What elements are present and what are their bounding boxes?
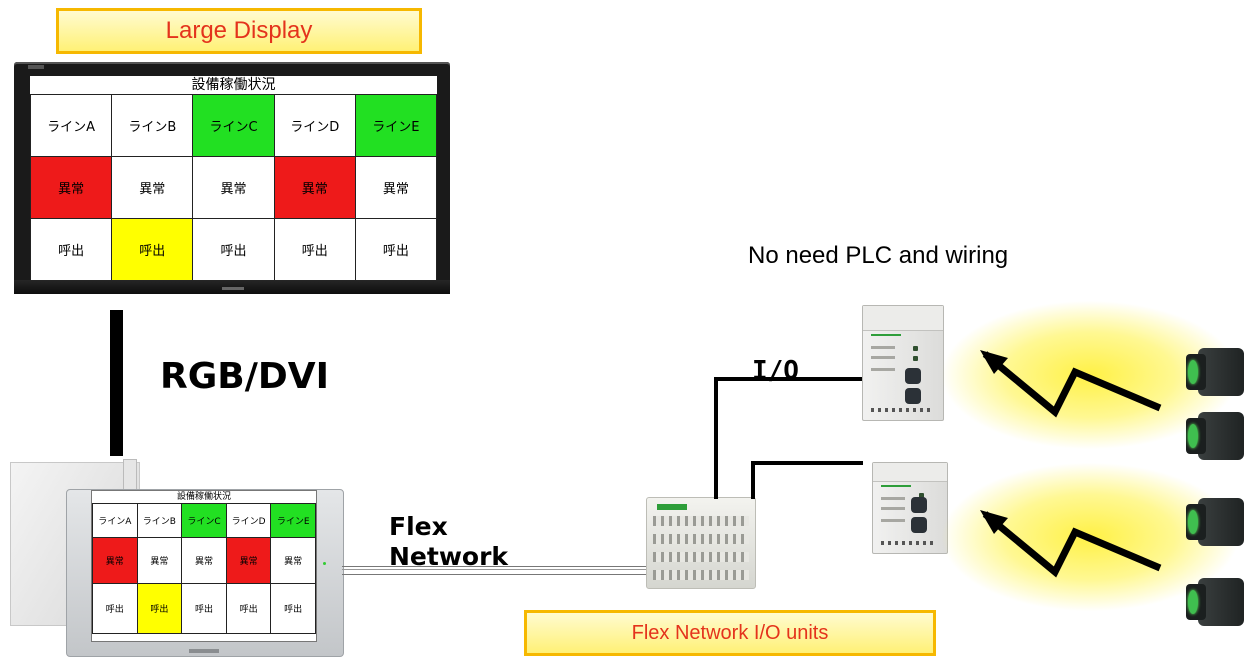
terminal-row [653,534,749,544]
receiver-terminals [881,541,935,545]
receiver-marking [871,356,895,359]
call-cell: 呼出 [182,584,227,634]
line-cell: ラインC [193,95,275,157]
push-button-icon [1186,344,1244,400]
monitor-brand-mark [28,65,44,69]
io-wire-upper-vertical [714,377,718,499]
rgb-dvi-cable [110,310,123,456]
rgb-dvi-label: RGB/DVI [160,356,329,397]
panel-logo [189,649,219,653]
call-cell: 呼出 [355,219,437,281]
abnormal-cell: 異常 [271,538,316,584]
button-face [1188,590,1198,614]
receiver-button [911,517,927,533]
io-unit-tag [657,504,687,510]
abnormal-cell: 異常 [31,157,113,219]
call-cell: 呼出 [31,219,113,281]
abnormal-cell: 異常 [355,157,437,219]
io-label: I/O [752,356,799,386]
push-button-icon [1186,574,1244,630]
wireless-receiver-2 [872,462,948,554]
receiver-led [913,356,918,361]
receiver-led [913,346,918,351]
flex-network-label: Flex Network [389,512,508,572]
line-cell: ラインC [182,504,227,538]
large-display-screen: 設備稼働状況 ラインA ラインB ラインC ラインD ラインE 異常 異常 異常… [30,76,437,281]
status-grid: ラインA ラインB ラインC ラインD ラインE 異常 異常 異常 異常 異常 … [30,94,437,281]
wireless-receiver-1 [862,305,944,421]
hmi-touch-panel: 設備稼働状況 ラインA ラインB ラインC ラインD ラインE 異常 異常 異常… [66,489,344,657]
call-cell: 呼出 [271,584,316,634]
line-cell: ラインA [31,95,113,157]
line-cell: ラインD [274,95,356,157]
receiver-button [911,497,927,513]
flex-network-cable [342,566,648,575]
line-cell: ラインB [137,504,183,538]
screen-title: 設備稼働状況 [191,77,276,93]
terminal-row [653,552,749,562]
button-face [1188,360,1198,384]
hmi-screen-title: 設備稼働状況 [176,492,231,502]
monitor-logo [222,287,244,290]
receiver-brand-strip [881,485,911,487]
push-button-icon [1186,408,1244,464]
call-cell: 呼出 [137,584,183,634]
wireless-signal-arrows [980,350,1162,578]
receiver-led [919,493,924,498]
line-cell: ラインA [93,504,138,538]
flex-network-io-units-label: Flex Network I/O units [524,610,936,656]
receiver-marking [881,497,905,500]
network-label: Network [389,542,509,571]
abnormal-cell: 異常 [93,538,138,584]
io-wire-upper-horizontal [714,377,862,381]
call-cell: 呼出 [274,219,356,281]
wireless-signal-upper [980,350,1162,418]
hmi-screen: 設備稼働状況 ラインA ラインB ラインC ラインD ラインE 異常 異常 異常… [91,490,317,642]
abnormal-cell: 異常 [182,538,227,584]
receiver-cap [863,306,943,331]
flex-network-io-unit [646,497,756,589]
receiver-terminals [871,408,933,412]
receiver-cap [873,463,947,482]
flex-label: Flex [389,512,448,541]
call-cell: 呼出 [93,584,138,634]
abnormal-cell: 異常 [226,538,272,584]
wireless-signal-lower [980,510,1162,578]
line-cell: ラインB [112,95,194,157]
hmi-status-grid: ラインA ラインB ラインC ラインD ラインE 異常 異常 異常 異常 異常 … [92,503,316,634]
line-cell: ラインE [271,504,316,538]
receiver-button [905,368,921,384]
receiver-brand-strip [871,334,901,336]
abnormal-cell: 異常 [193,157,275,219]
large-display-monitor: 設備稼働状況 ラインA ラインB ラインC ラインD ラインE 異常 異常 異常… [14,62,450,294]
abnormal-cell: 異常 [112,157,194,219]
receiver-marking [871,368,895,371]
no-need-plc-label: No need PLC and wiring [748,242,1009,269]
line-cell: ラインE [355,95,437,157]
io-wire-lower-vertical [751,461,755,499]
call-cell: 呼出 [226,584,272,634]
abnormal-cell: 異常 [274,157,356,219]
terminal-row [653,570,749,580]
panel-status-led [323,562,326,565]
button-face [1188,510,1198,534]
push-button-icon [1186,494,1244,550]
receiver-marking [871,346,895,349]
abnormal-cell: 異常 [137,538,183,584]
receiver-marking [881,507,905,510]
receiver-marking [881,519,905,522]
terminal-row [653,516,749,526]
receiver-button [905,388,921,404]
large-display-label: Large Display [56,8,422,54]
button-face [1188,424,1198,448]
line-cell: ラインD [226,504,272,538]
call-cell: 呼出 [193,219,275,281]
io-wire-lower-horizontal [751,461,863,465]
call-cell: 呼出 [112,219,194,281]
